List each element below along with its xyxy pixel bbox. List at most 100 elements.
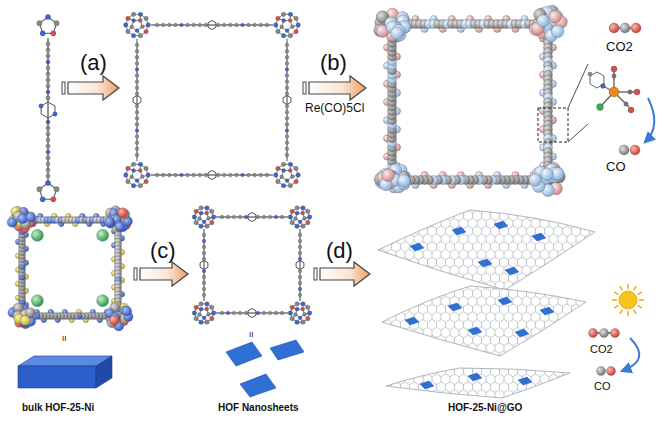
- illustration-part: [290, 209, 294, 213]
- illustration-part: [229, 173, 233, 177]
- illustration-part: [298, 239, 302, 243]
- bulk-crystal-block: [18, 356, 112, 388]
- illustration-part: [631, 23, 641, 33]
- illustration-part: [205, 307, 209, 311]
- illustration-part: [202, 220, 206, 224]
- illustration-part: [452, 227, 466, 235]
- illustration-part: [253, 23, 257, 27]
- illustration-part: [226, 342, 262, 366]
- illustration-part: [290, 220, 294, 224]
- illustration-part: [634, 286, 637, 290]
- illustration-part: [46, 90, 50, 94]
- illustration-part: [135, 56, 139, 60]
- layer-mark: II: [62, 334, 66, 343]
- illustration-part: [109, 315, 119, 325]
- illustration-part: [298, 245, 302, 249]
- re-complex-zoom: [538, 23, 654, 155]
- illustration-part: [229, 23, 233, 27]
- illustration-part: [301, 320, 305, 324]
- illustration-part: [202, 293, 206, 297]
- illustration-part: [232, 215, 236, 219]
- illustration-part: [498, 297, 512, 305]
- caption-label: HOF-25-Ni@GO: [448, 402, 522, 414]
- illustration-part: [568, 124, 588, 142]
- molecule-label: CO: [606, 160, 626, 175]
- illustration-part: [135, 123, 139, 127]
- illustration-part: [285, 129, 289, 133]
- illustration-part: [628, 107, 634, 113]
- illustration-part: [468, 373, 482, 381]
- illustration-part: [226, 215, 230, 219]
- illustration-part: [202, 281, 206, 285]
- illustration-part: [265, 173, 269, 177]
- illustration-part: [247, 23, 251, 27]
- linker-molecule: [37, 14, 59, 201]
- illustration-part: [298, 316, 302, 320]
- illustration-part: [202, 275, 206, 279]
- illustration-part: [138, 183, 142, 187]
- illustration-part: [205, 302, 209, 306]
- illustration-part: [133, 96, 141, 105]
- illustration-part: [238, 215, 242, 219]
- illustration-part: [611, 329, 620, 338]
- illustration-part: [630, 145, 640, 155]
- illustration-part: [130, 25, 134, 29]
- illustration-part: [96, 356, 112, 388]
- illustration-part: [205, 211, 209, 215]
- illustration-part: [307, 311, 311, 315]
- illustration-part: [301, 307, 305, 311]
- illustration-part: [205, 206, 209, 210]
- illustration-part: [597, 367, 606, 376]
- illustration-part: [276, 29, 280, 33]
- illustration-part: [295, 206, 299, 210]
- illustration-part: [211, 215, 215, 219]
- illustration-part: [199, 307, 203, 311]
- illustration-part: [46, 72, 50, 76]
- illustration-part: [285, 147, 289, 151]
- illustration-part: [192, 215, 196, 219]
- illustration-part: [135, 110, 139, 114]
- illustration-part: [241, 173, 245, 177]
- illustration-part: [211, 311, 215, 315]
- illustration-part: [274, 311, 278, 315]
- illustration-part: [155, 173, 159, 177]
- illustration-part: [280, 215, 284, 219]
- illustration-part: [285, 29, 289, 33]
- illustration-part: [612, 299, 617, 301]
- illustration-part: [294, 313, 298, 317]
- illustration-part: [298, 275, 302, 279]
- illustration-part: [448, 303, 462, 311]
- illustration-part: [126, 16, 130, 20]
- illustration-part: [138, 33, 142, 37]
- illustration-part: [645, 98, 654, 142]
- layer-mark: II: [249, 330, 253, 339]
- illustration-part: [540, 307, 554, 315]
- illustration-part: [276, 179, 280, 183]
- illustration-part: [202, 239, 206, 243]
- illustration-part: [298, 251, 302, 255]
- illustration-part: [161, 23, 165, 27]
- step-arrow: [314, 262, 370, 286]
- illustration-part: [135, 179, 139, 183]
- illustration-part: [288, 311, 292, 315]
- illustration-part: [46, 126, 50, 130]
- illustration-part: [309, 76, 366, 100]
- illustration-part: [140, 175, 144, 179]
- illustration-part: [135, 92, 139, 96]
- illustration-part: [620, 23, 630, 33]
- illustration-part: [31, 229, 43, 241]
- illustration-part: [180, 173, 184, 177]
- illustration-part: [265, 23, 269, 27]
- illustration-part: [174, 23, 178, 27]
- illustration-part: [285, 135, 289, 139]
- illustration-part: [303, 313, 307, 317]
- illustration-part: [155, 23, 159, 27]
- illustration-part: [478, 259, 492, 267]
- illustration-part: [37, 187, 42, 192]
- illustration-part: [612, 74, 616, 78]
- illustration-part: [301, 211, 305, 215]
- illustration-part: [200, 261, 208, 270]
- step-arrow: [303, 76, 366, 100]
- illustration-part: [386, 368, 570, 398]
- illustration-part: [294, 217, 298, 221]
